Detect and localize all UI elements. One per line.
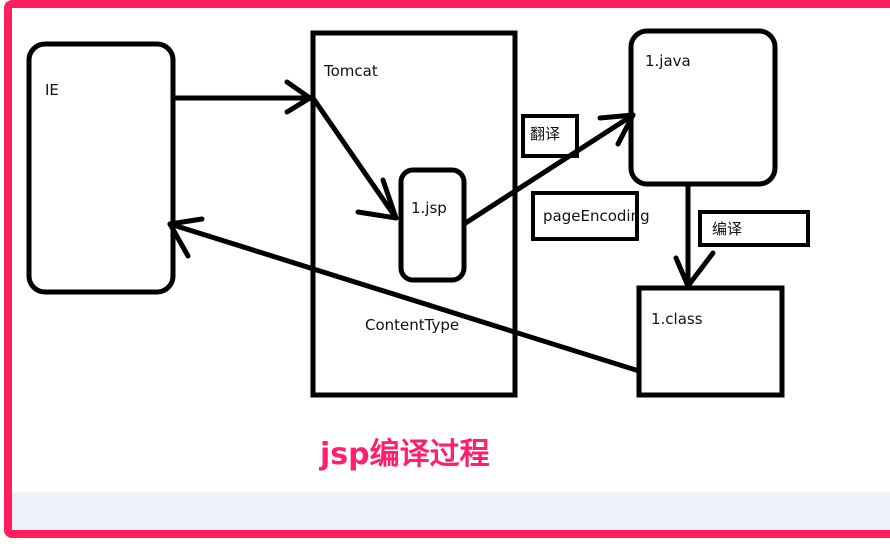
translate-label: 翻译 [530, 125, 560, 143]
outer-frame [4, 0, 890, 538]
ie-box [26, 41, 176, 295]
caption: jsp编译过程 [319, 437, 490, 472]
class-box [636, 285, 785, 398]
compile-label: 编译 [712, 220, 742, 238]
java-box [628, 28, 778, 187]
page-encoding-label-box [531, 191, 639, 241]
compile-label-box [698, 210, 810, 247]
class-label: 1.class [651, 310, 703, 328]
page-encoding-label: pageEncoding [543, 207, 650, 225]
java-label: 1.java [645, 52, 691, 70]
ie-label: IE [45, 81, 59, 99]
footer-band [12, 492, 890, 532]
arrow-tomcat-to-jsp [310, 95, 399, 221]
content-type-label: ContentType [365, 316, 459, 334]
jsp-label: 1.jsp [411, 199, 447, 217]
arrow-jsp-to-java [461, 112, 636, 227]
arrow-java-to-class [673, 182, 716, 289]
translate-label-box [521, 114, 579, 158]
arrow-ie-to-tomcat [172, 79, 313, 115]
tomcat-box [310, 30, 518, 398]
tomcat-label: Tomcat [323, 62, 378, 80]
arrow-class-to-ie [167, 216, 642, 374]
